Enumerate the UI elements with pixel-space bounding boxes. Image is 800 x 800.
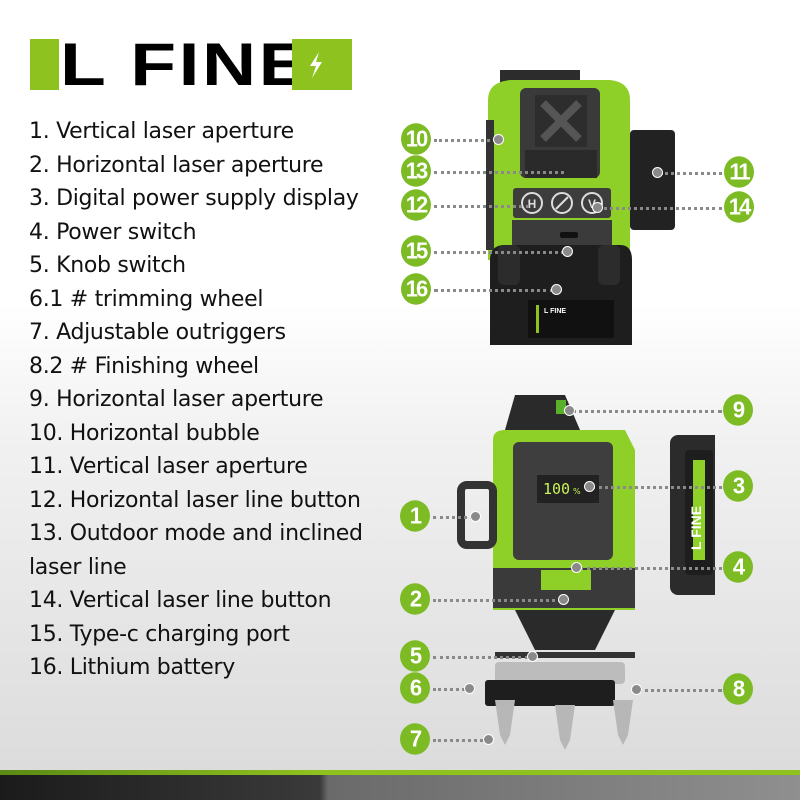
logo-green-bar	[30, 39, 59, 90]
svg-text:100: 100	[543, 480, 570, 498]
svg-text:L FINE: L FINE	[544, 308, 566, 315]
callout-leader	[434, 205, 529, 208]
legend-item: 4. Power switch	[29, 219, 197, 245]
callout-dot	[527, 651, 538, 662]
logo-wordmark: L FINE	[60, 31, 312, 98]
legend-item: 11. Vertical laser aperture	[29, 454, 308, 479]
callout-leader	[433, 516, 473, 519]
callout-leader	[597, 207, 722, 210]
legend-item: 14. Vertical laser line button	[29, 588, 332, 613]
callout-dot	[584, 481, 595, 492]
callout-dot	[652, 167, 663, 178]
callout-dot	[470, 511, 481, 522]
callout-leader	[434, 139, 496, 142]
callout-leader	[638, 689, 722, 692]
parts-legend: 1. Vertical laser aperture 2. Horizontal…	[29, 115, 374, 685]
callout-dot	[592, 202, 603, 213]
legend-item: 7. Adjustable outriggers	[29, 320, 286, 345]
callout-leader	[592, 486, 722, 489]
legend-item: 9. Horizontal laser aperture	[29, 387, 324, 412]
lightning-bolt-icon	[310, 52, 322, 78]
legend-item: 10. Horizontal bubble	[29, 420, 260, 446]
footer-bar	[0, 770, 800, 800]
callout-dot	[558, 594, 569, 605]
footer-accent-stripe	[0, 770, 800, 775]
callout-leader	[580, 567, 722, 570]
callout-dot	[631, 684, 642, 695]
callout-dot	[571, 562, 582, 573]
legend-item: 13. Outdoor mode and inclined laser line	[29, 521, 363, 580]
callout-dot	[493, 134, 504, 145]
legend-item: 5. Knob switch	[29, 253, 186, 278]
callout-badge-9: 9	[723, 394, 753, 426]
callout-badge-4: 4	[723, 551, 753, 583]
legend-item: 12. Horizontal laser line button	[29, 487, 361, 513]
callout-dot	[551, 284, 562, 295]
callout-dot	[483, 734, 494, 745]
callout-badge-6: 6	[400, 672, 430, 704]
callout-leader	[434, 289, 554, 292]
callout-leader	[433, 599, 561, 602]
logo-green-box	[292, 39, 352, 90]
legend-item: 3. Digital power supply display	[29, 186, 359, 211]
callout-leader	[433, 656, 528, 659]
svg-text:H: H	[528, 197, 537, 211]
legend-item: 8.2 # Finishing wheel	[29, 353, 259, 379]
callout-badge-16: 16	[401, 273, 431, 305]
callout-badge-5: 5	[400, 640, 430, 672]
callout-leader	[433, 739, 483, 742]
callout-badge-3: 3	[723, 470, 753, 502]
callout-badge-15: 15	[401, 235, 431, 267]
legend-item: 15. Type-c charging port	[29, 621, 290, 647]
callout-leader	[572, 410, 722, 413]
callout-leader	[660, 172, 722, 175]
callout-leader	[434, 251, 564, 254]
callout-badge-1: 1	[400, 500, 430, 532]
brand-logo: L FINE	[30, 35, 352, 95]
legend-item: 6.1 # trimming wheel	[29, 286, 264, 312]
callout-dot	[464, 683, 475, 694]
callout-badge-8: 8	[723, 673, 753, 705]
callout-leader	[434, 171, 564, 174]
callout-dot	[562, 246, 573, 257]
callout-badge-14: 14	[724, 191, 754, 223]
laser-level-front-view: 100 % L FINE	[457, 395, 715, 750]
callout-badge-7: 7	[400, 723, 430, 755]
callout-badge-11: 11	[724, 156, 754, 188]
callout-badge-13: 13	[401, 155, 431, 187]
legend-item: 1. Vertical laser aperture	[29, 119, 294, 144]
legend-item: 16. Lithium battery	[29, 655, 235, 680]
svg-text:%: %	[573, 487, 581, 496]
callout-leader	[433, 688, 465, 691]
svg-text:L FINE: L FINE	[688, 506, 704, 550]
legend-item: 2. Horizontal laser aperture	[29, 152, 324, 178]
callout-badge-12: 12	[401, 189, 431, 221]
callout-dot	[564, 405, 575, 416]
callout-badge-10: 10	[401, 123, 431, 155]
callout-badge-2: 2	[400, 583, 430, 615]
